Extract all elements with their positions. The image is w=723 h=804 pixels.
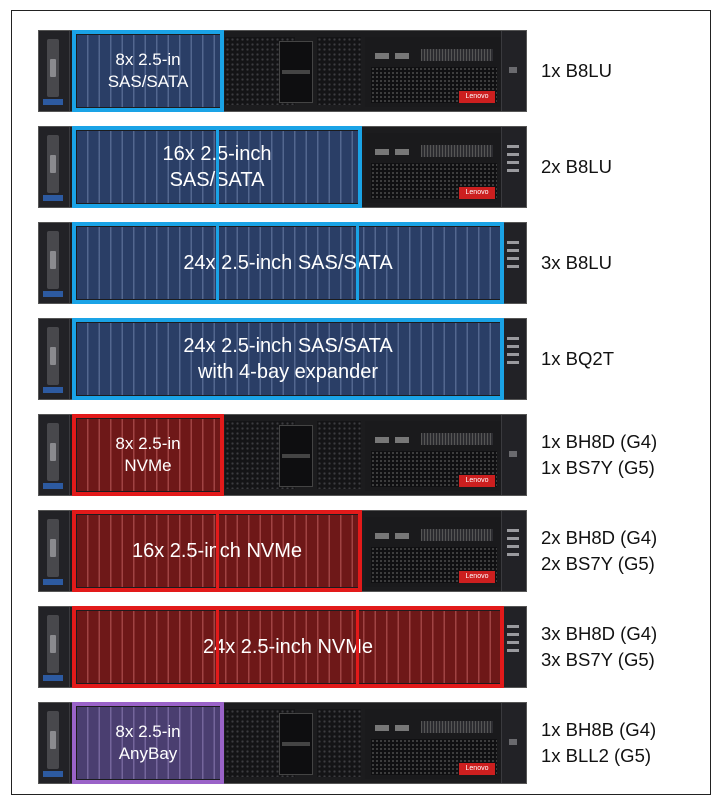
left-rack-ear (39, 223, 70, 303)
io-panel (365, 133, 503, 203)
drive-bays (77, 707, 221, 779)
vent-grille (317, 709, 361, 777)
backplane-divider (216, 130, 219, 204)
fan-module (279, 41, 313, 103)
left-rack-ear (39, 31, 70, 111)
drive-bays (77, 131, 361, 203)
io-panel (365, 421, 503, 491)
server-front: Lenovo (38, 126, 527, 208)
server-front (38, 222, 527, 304)
brand-logo: Lenovo (459, 91, 495, 103)
left-rack-ear (39, 127, 70, 207)
drive-bays (77, 611, 501, 683)
vent-grille (317, 37, 361, 105)
backplane-divider (216, 226, 219, 300)
vent-grille (317, 421, 361, 489)
right-rack-ear (501, 31, 526, 111)
part-number-label: 2x B8LU (541, 156, 612, 177)
left-rack-ear (39, 511, 70, 591)
part-number-label: 3x B8LU (541, 252, 612, 273)
drive-bays (77, 227, 501, 299)
fan-module (279, 713, 313, 775)
drive-bays (77, 323, 501, 395)
server-front: Lenovo (38, 510, 527, 592)
fan-module (279, 425, 313, 487)
config-row-3: 24x 2.5-inch SAS/SATA 3x B8LU (38, 222, 714, 304)
config-row-6: Lenovo 16x 2.5-inch NVMe 2x BH8D (G4)2x … (38, 510, 714, 592)
drive-bays (77, 419, 221, 491)
drive-bays (77, 515, 361, 587)
config-row-7: 24x 2.5-inch NVMe 3x BH8D (G4)3x BS7Y (G… (38, 606, 714, 688)
backplane-divider (216, 610, 219, 684)
drive-bays (77, 35, 221, 107)
part-number-label: 1x BH8B (G4)1x BLL2 (G5) (541, 719, 657, 766)
right-rack-ear (501, 319, 526, 399)
right-rack-ear (501, 703, 526, 783)
part-number-label: 3x BH8D (G4)3x BS7Y (G5) (541, 623, 658, 670)
brand-logo: Lenovo (459, 571, 495, 583)
right-rack-ear (501, 223, 526, 303)
server-front: Lenovo (38, 702, 527, 784)
brand-logo: Lenovo (459, 187, 495, 199)
server-front (38, 318, 527, 400)
left-rack-ear (39, 319, 70, 399)
right-rack-ear (501, 607, 526, 687)
bay-config-label: 24x 2.5-inch SAS/SATA (72, 222, 504, 304)
left-rack-ear (39, 415, 70, 495)
brand-logo: Lenovo (459, 475, 495, 487)
part-number-label: 1x B8LU (541, 60, 612, 81)
bay-config-label: 24x 2.5-inch NVMe (72, 606, 504, 688)
backplane-divider (356, 226, 359, 300)
server-front: Lenovo (38, 414, 527, 496)
part-number-label: 1x BQ2T (541, 348, 614, 369)
part-number-label: 1x BH8D (G4)1x BS7Y (G5) (541, 431, 658, 478)
backplane-divider (356, 610, 359, 684)
right-rack-ear (501, 127, 526, 207)
left-rack-ear (39, 607, 70, 687)
brand-logo: Lenovo (459, 763, 495, 775)
server-front: Lenovo (38, 30, 527, 112)
left-rack-ear (39, 703, 70, 783)
right-rack-ear (501, 511, 526, 591)
right-rack-ear (501, 415, 526, 495)
server-front (38, 606, 527, 688)
backplane-divider (216, 514, 219, 588)
diagram-frame (11, 10, 711, 795)
part-number-label: 2x BH8D (G4)2x BS7Y (G5) (541, 527, 658, 574)
